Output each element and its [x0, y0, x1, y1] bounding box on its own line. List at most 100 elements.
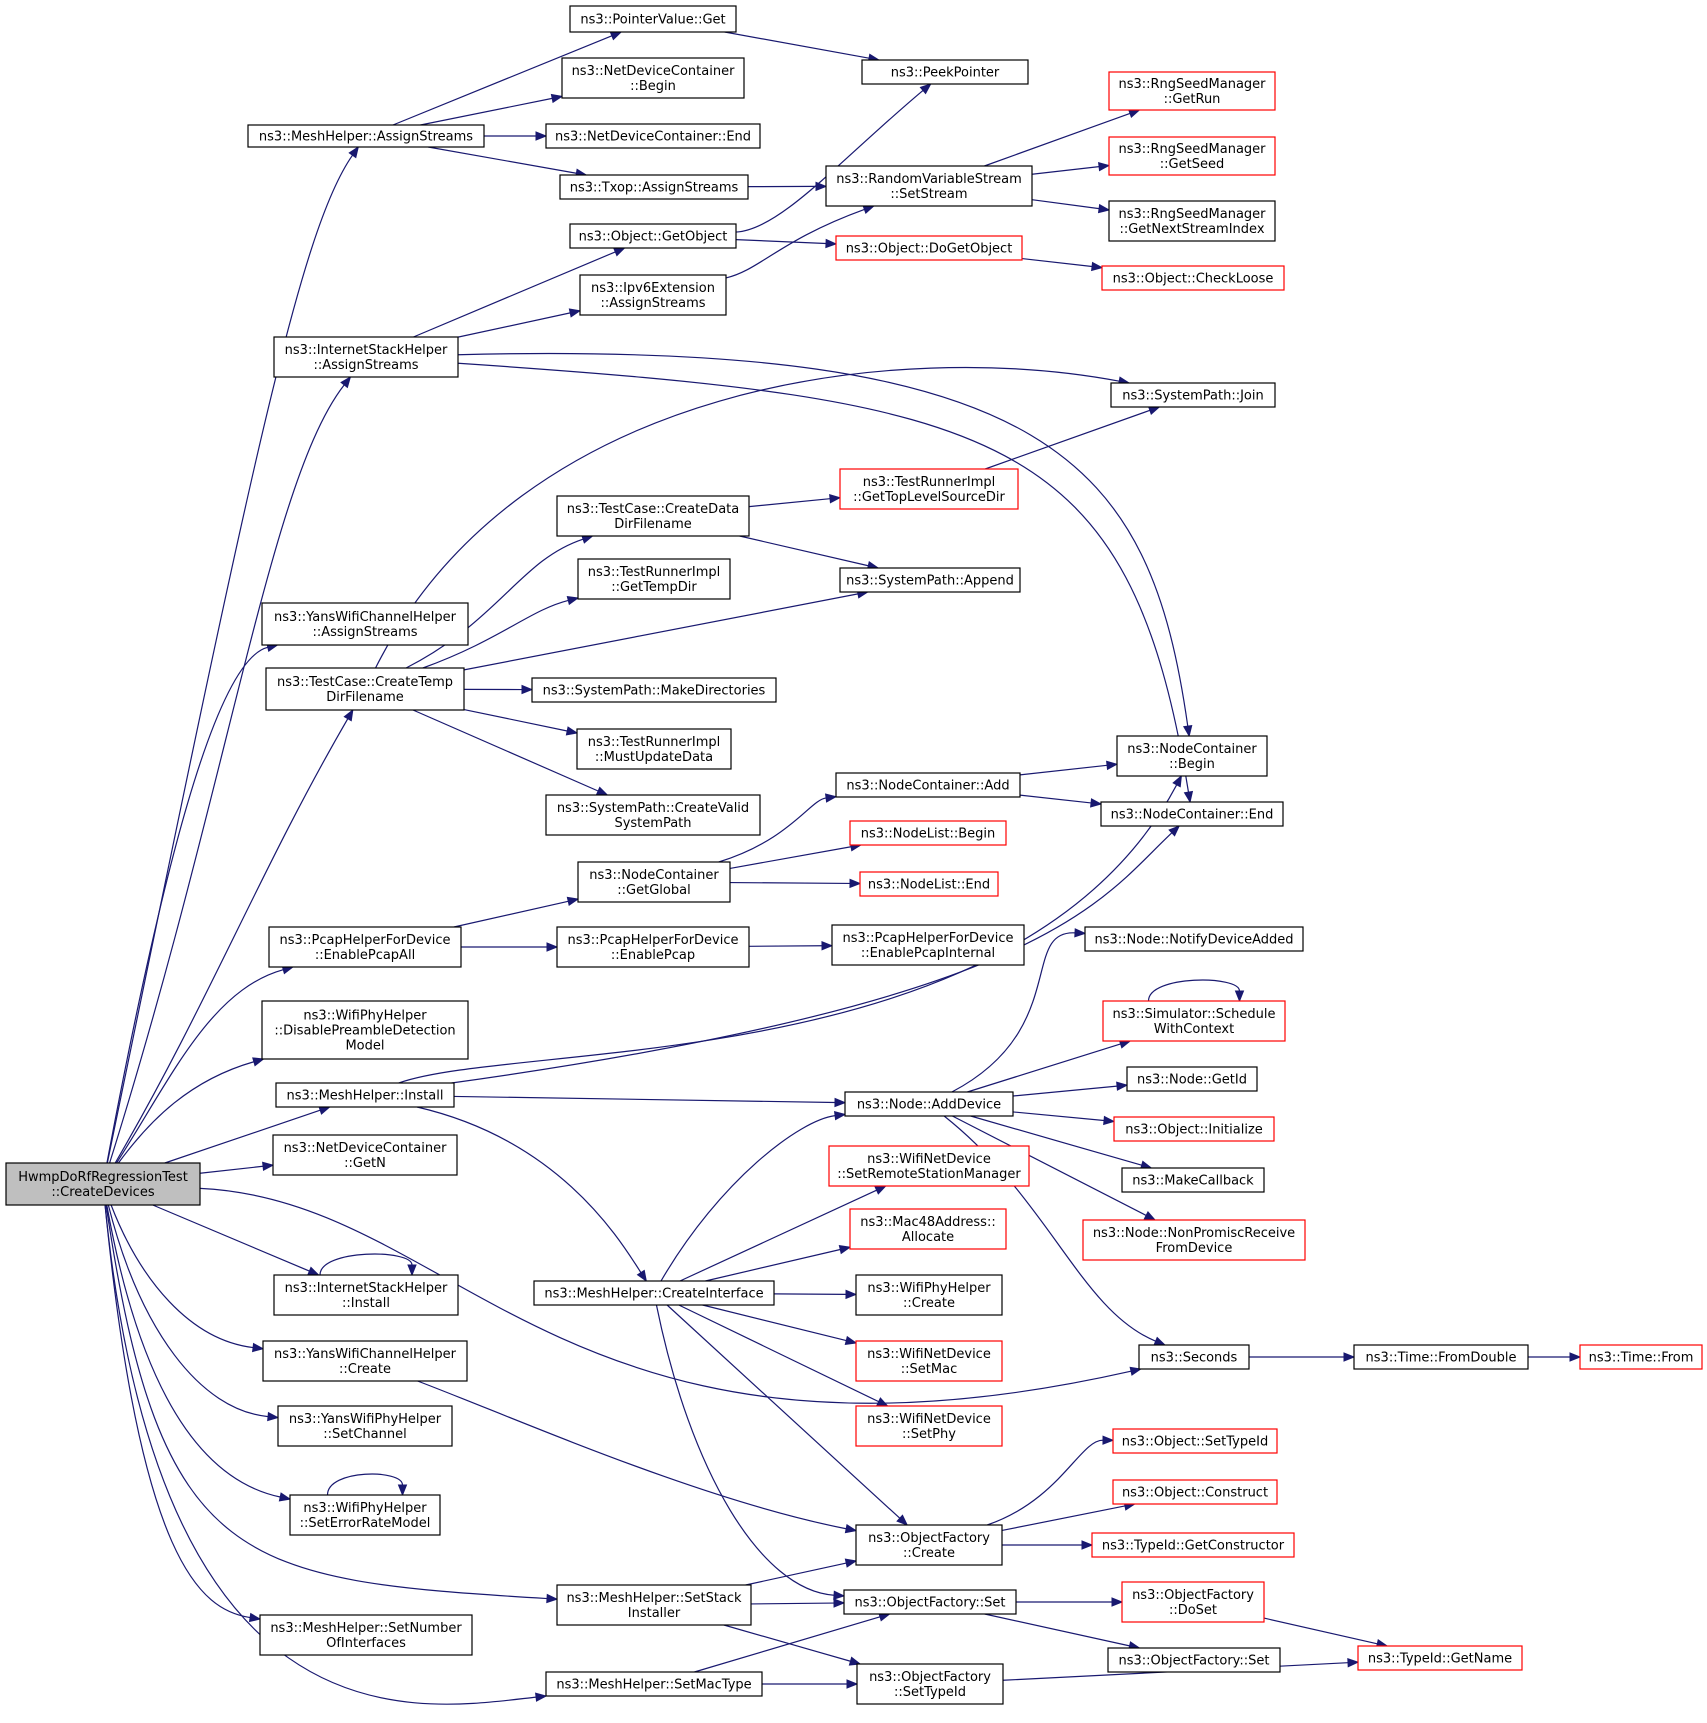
edge-arrow: [566, 595, 580, 606]
node-obj-init[interactable]: ns3::Object::Initialize: [1113, 1116, 1275, 1142]
edge-ish-assign-to-nc-begin: [457, 352, 1193, 738]
node-nc-begin[interactable]: ns3::NodeContainer::Begin: [1116, 735, 1268, 777]
node-rng-run[interactable]: ns3::RngSeedManager::GetRun: [1108, 71, 1276, 111]
node-tri-toplevel[interactable]: ns3::TestRunnerImpl::GetTopLevelSourceDi…: [839, 468, 1019, 510]
node-ywch-assign[interactable]: ns3::YansWifiChannelHelper::AssignStream…: [261, 602, 469, 646]
node-wph-disable[interactable]: ns3::WifiPhyHelper::DisablePreambleDetec…: [261, 1000, 469, 1060]
node-obj-construct[interactable]: ns3::Object::Construct: [1112, 1479, 1278, 1505]
node-sp-mkdirs[interactable]: ns3::SystemPath::MakeDirectories: [531, 677, 777, 703]
node-node-add[interactable]: ns3::Node::AddDevice: [844, 1091, 1014, 1117]
edge-line: [106, 1204, 281, 1498]
node-make-cb[interactable]: ns3::MakeCallback: [1121, 1167, 1265, 1193]
node-nl-begin[interactable]: ns3::NodeList::Begin: [849, 820, 1007, 846]
node-phfd-pcap[interactable]: ns3::PcapHelperForDevice::EnablePcap: [556, 926, 750, 968]
node-obj-doget[interactable]: ns3::Object::DoGetObject: [835, 235, 1023, 261]
node-of-settid[interactable]: ns3::ObjectFactory::SetTypeId: [856, 1663, 1004, 1705]
node-obj-check[interactable]: ns3::Object::CheckLoose: [1101, 265, 1285, 291]
node-node-getid[interactable]: ns3::Node::GetId: [1126, 1066, 1258, 1092]
node-ndc-end[interactable]: ns3::NetDeviceContainer::End: [545, 123, 761, 149]
node-of-set[interactable]: ns3::ObjectFactory::Set: [843, 1589, 1017, 1615]
node-label: ::EnablePcap: [611, 948, 695, 963]
node-ish-assign[interactable]: ns3::InternetStackHelper::AssignStreams: [273, 336, 459, 378]
node-box: [1102, 1000, 1286, 1042]
node-ywch-create[interactable]: ns3::YansWifiChannelHelper::Create: [262, 1340, 468, 1382]
node-mh-mac[interactable]: ns3::MeshHelper::SetMacType: [545, 1671, 763, 1697]
edge-arrow: [1129, 1366, 1143, 1376]
node-ipv6-assign[interactable]: ns3::Ipv6Extension::AssignStreams: [579, 274, 727, 316]
edge-obj-doget-to-obj-check: [1021, 257, 1104, 272]
edge-line: [116, 969, 284, 1164]
node-obj-settid[interactable]: ns3::Object::SetTypeId: [1112, 1428, 1278, 1454]
node-tri-tempdir[interactable]: ns3::TestRunnerImpl::GetTempDir: [577, 558, 731, 600]
node-tid-ctor[interactable]: ns3::TypeId::GetConstructor: [1091, 1532, 1295, 1558]
node-rng-seed[interactable]: ns3::RngSeedManager::GetSeed: [1108, 136, 1276, 176]
node-seconds[interactable]: ns3::Seconds: [1138, 1344, 1250, 1370]
node-label: ns3::Simulator::Schedule: [1112, 1007, 1275, 1022]
node-ywph-chan[interactable]: ns3::YansWifiPhyHelper::SetChannel: [277, 1405, 453, 1447]
node-box: [247, 124, 485, 148]
node-sp-join[interactable]: ns3::SystemPath::Join: [1110, 382, 1276, 408]
node-mh-install[interactable]: ns3::MeshHelper::Install: [275, 1082, 455, 1108]
node-root[interactable]: HwmpDoRfRegressionTest::CreateDevices: [5, 1162, 201, 1206]
edge-arrow: [609, 31, 623, 41]
node-label: ns3::Object::DoGetObject: [846, 242, 1013, 257]
edge-mh-install-to-nc-begin: [398, 774, 1183, 1084]
edge-line: [967, 1043, 1121, 1093]
node-mac48[interactable]: ns3::Mac48Address::Allocate: [849, 1208, 1007, 1250]
node-tri-must[interactable]: ns3::TestRunnerImpl::MustUpdateData: [576, 728, 732, 770]
node-ish-install[interactable]: ns3::InternetStackHelper::Install: [273, 1274, 459, 1316]
node-time-fd[interactable]: ns3::Time::FromDouble: [1353, 1344, 1529, 1370]
node-node-notify[interactable]: ns3::Node::NotifyDeviceAdded: [1084, 926, 1304, 952]
node-ndc-getn[interactable]: ns3::NetDeviceContainer::GetN: [272, 1134, 458, 1176]
node-nc-add[interactable]: ns3::NodeContainer::Add: [835, 772, 1021, 798]
edge-mh-install-to-node-add: [453, 1095, 847, 1108]
node-label: ::CreateDevices: [51, 1185, 154, 1200]
node-of-set2[interactable]: ns3::ObjectFactory::Set: [1107, 1647, 1281, 1673]
node-nc-end[interactable]: ns3::NodeContainer::End: [1100, 801, 1284, 827]
edge-mh-ci-to-wnd-rsm: [679, 1185, 887, 1282]
node-nl-end[interactable]: ns3::NodeList::End: [859, 871, 999, 897]
node-of-create[interactable]: ns3::ObjectFactory::Create: [855, 1524, 1003, 1566]
node-wnd-rsm[interactable]: ns3::WifiNetDevice::SetRemoteStationMana…: [828, 1145, 1030, 1187]
node-ptr-get[interactable]: ns3::PointerValue::Get: [569, 5, 737, 33]
node-txop-assign[interactable]: ns3::Txop::AssignStreams: [559, 174, 749, 200]
node-label: ns3::Node::NotifyDeviceAdded: [1094, 933, 1293, 948]
edge-line: [152, 1204, 310, 1272]
node-nc-global[interactable]: ns3::NodeContainer::GetGlobal: [577, 861, 731, 903]
node-box: [835, 235, 1023, 261]
edge-root-to-ish-install: [152, 1204, 320, 1276]
edge-line: [718, 797, 827, 863]
node-rng-next[interactable]: ns3::RngSeedManager::GetNextStreamIndex: [1108, 200, 1276, 242]
node-wph-erm[interactable]: ns3::WifiPhyHelper::SetErrorRateModel: [289, 1494, 441, 1536]
node-obj-get[interactable]: ns3::Object::GetObject: [569, 223, 737, 249]
node-wph-create[interactable]: ns3::WifiPhyHelper::Create: [855, 1274, 1003, 1316]
node-mh-ci[interactable]: ns3::MeshHelper::CreateInterface: [533, 1280, 775, 1306]
node-wnd-mac[interactable]: ns3::WifiNetDevice::SetMac: [855, 1340, 1003, 1382]
node-wnd-phy[interactable]: ns3::WifiNetDevice::SetPhy: [855, 1405, 1003, 1447]
node-label: ns3::RngSeedManager: [1118, 77, 1266, 92]
node-rvs-set[interactable]: ns3::RandomVariableStream::SetStream: [825, 165, 1033, 207]
node-time-from[interactable]: ns3::Time::From: [1579, 1344, 1703, 1370]
node-label: ns3::Mac48Address::: [860, 1215, 995, 1230]
node-ndc-begin[interactable]: ns3::NetDeviceContainer::Begin: [561, 57, 745, 99]
edge-arrow: [844, 1558, 858, 1568]
edge-nc-global-to-nc-add: [718, 793, 838, 863]
node-box: [844, 1091, 1014, 1117]
edge-mh-ci-to-wnd-phy: [678, 1304, 889, 1407]
node-sp-append[interactable]: ns3::SystemPath::Append: [839, 567, 1021, 593]
edge-arrow: [1168, 825, 1181, 837]
node-phfd-int[interactable]: ns3::PcapHelperForDevice::EnablePcapInte…: [831, 924, 1025, 966]
node-label: ns3::RngSeedManager: [1118, 142, 1266, 157]
node-tid-name[interactable]: ns3::TypeId::GetName: [1357, 1645, 1523, 1671]
node-mh-assign[interactable]: ns3::MeshHelper::AssignStreams: [247, 124, 485, 148]
node-of-doset[interactable]: ns3::ObjectFactory::DoSet: [1121, 1581, 1265, 1623]
node-phfd-all[interactable]: ns3::PcapHelperForDevice::EnablePcapAll: [268, 926, 462, 968]
node-peek[interactable]: ns3::PeekPointer: [861, 59, 1029, 85]
